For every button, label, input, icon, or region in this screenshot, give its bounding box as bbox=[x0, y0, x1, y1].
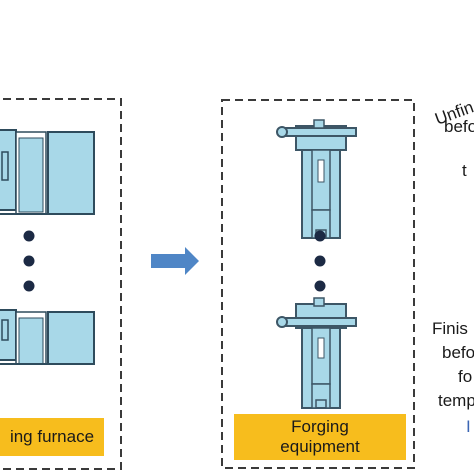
finished-text-line4: temp bbox=[438, 391, 474, 410]
forging-press-icon bbox=[276, 119, 357, 239]
forging-panel-border bbox=[221, 99, 415, 469]
forging-equipment-label: Forging equipment bbox=[234, 414, 406, 460]
dot-4 bbox=[314, 230, 326, 242]
dot-3 bbox=[23, 280, 35, 292]
finished-text-line3: fo bbox=[458, 367, 473, 386]
forging-label-line2: equipment bbox=[280, 437, 360, 456]
dot-6 bbox=[314, 280, 326, 292]
finished-text-line2: befo bbox=[442, 343, 474, 362]
furnace-icon bbox=[0, 309, 95, 365]
furnace-icon bbox=[0, 129, 95, 215]
furnace-label-text: ing furnace bbox=[9, 427, 95, 446]
furnace-label: ing furnace bbox=[0, 418, 104, 456]
dot-2 bbox=[23, 255, 35, 267]
forging-press-icon bbox=[276, 297, 357, 409]
right-arrow-icon bbox=[151, 247, 199, 275]
finished-text-line5: I bbox=[466, 417, 471, 436]
unfinished-text-line2: befo bbox=[444, 117, 474, 136]
furnace-panel-border bbox=[0, 98, 122, 470]
finished-text-line1: Finis bbox=[432, 319, 468, 338]
dot-5 bbox=[314, 255, 326, 267]
unfinished-text-line3: t bbox=[462, 161, 467, 180]
forging-label-line1: Forging bbox=[291, 417, 349, 436]
dot-1 bbox=[23, 230, 35, 242]
